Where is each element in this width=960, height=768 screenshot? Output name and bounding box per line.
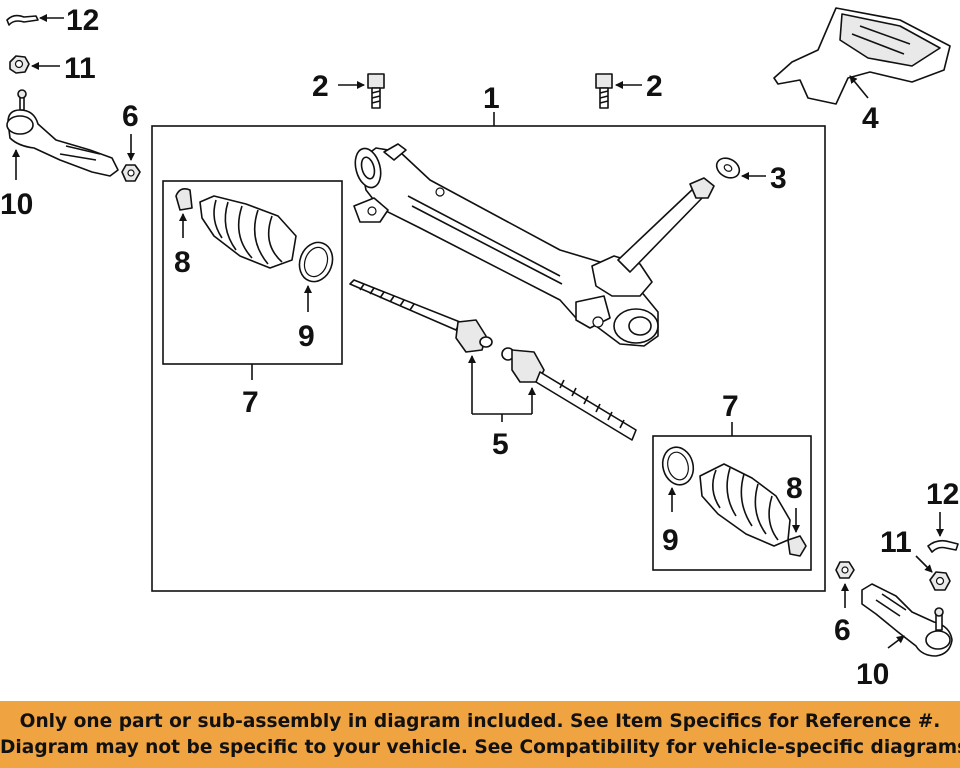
callout-6-left: 6 [122,100,139,133]
tie-rod-end-10-left-icon [6,89,119,177]
clamp-8-right-icon [787,535,807,557]
steering-rack-exploded-diagram: 1 7 7 12 11 10 6 2 [0,4,959,691]
steering-gear-housing-1-icon [353,143,715,347]
callout-7-right: 7 [722,390,739,423]
inner-tie-rod-5-right-icon [501,347,637,441]
callout-2-left: 2 [312,70,329,103]
clamp-8-left-icon [175,188,193,211]
rack-assembly-frame [151,125,826,592]
callout-8-right: 8 [786,472,803,505]
bolt-2-right-icon [595,73,613,109]
disclaimer-banner: Only one part or sub-assembly in diagram… [0,701,960,768]
callout-12-left: 12 [66,4,99,37]
callout-2-right: 2 [646,70,663,103]
nut-11-right-icon [929,571,951,591]
disclaimer-line-2: Diagram may not be specific to your vehi… [0,737,960,758]
callout-9-left: 9 [298,320,315,353]
boot-right-icon [699,463,791,547]
clip-12-right-icon [927,539,959,553]
callout-10-left: 10 [0,188,33,221]
callout-5: 5 [492,428,509,461]
disclaimer-line-1: Only one part or sub-assembly in diagram… [19,711,941,732]
callout-9-right: 9 [662,524,679,557]
boot-left-icon [199,195,297,269]
bolt-2-left-icon [367,73,385,109]
callout-6-right: 6 [834,614,851,647]
clamp-9-right-icon [661,446,695,486]
callout-4: 4 [862,102,879,135]
clip-12-left-icon [6,14,39,26]
callout-11-right: 11 [880,526,912,559]
callout-3: 3 [770,162,787,195]
washer-3-icon [715,157,741,179]
callout-12-right: 12 [926,478,959,511]
tie-rod-end-10-right-icon [861,583,953,657]
callout-7-left: 7 [242,386,259,419]
dash-cover-4-icon [773,7,951,105]
nut-6-right-icon [835,561,855,579]
callout-11-left: 11 [64,52,96,85]
callout-8-left: 8 [174,246,191,279]
nut-6-left-icon [121,164,141,182]
callout-10-right: 10 [856,658,889,691]
inner-tie-rod-5-left-icon [349,279,493,353]
nut-11-left-icon [9,55,30,74]
callout-1: 1 [483,82,500,115]
clamp-9-left-icon [298,241,334,283]
